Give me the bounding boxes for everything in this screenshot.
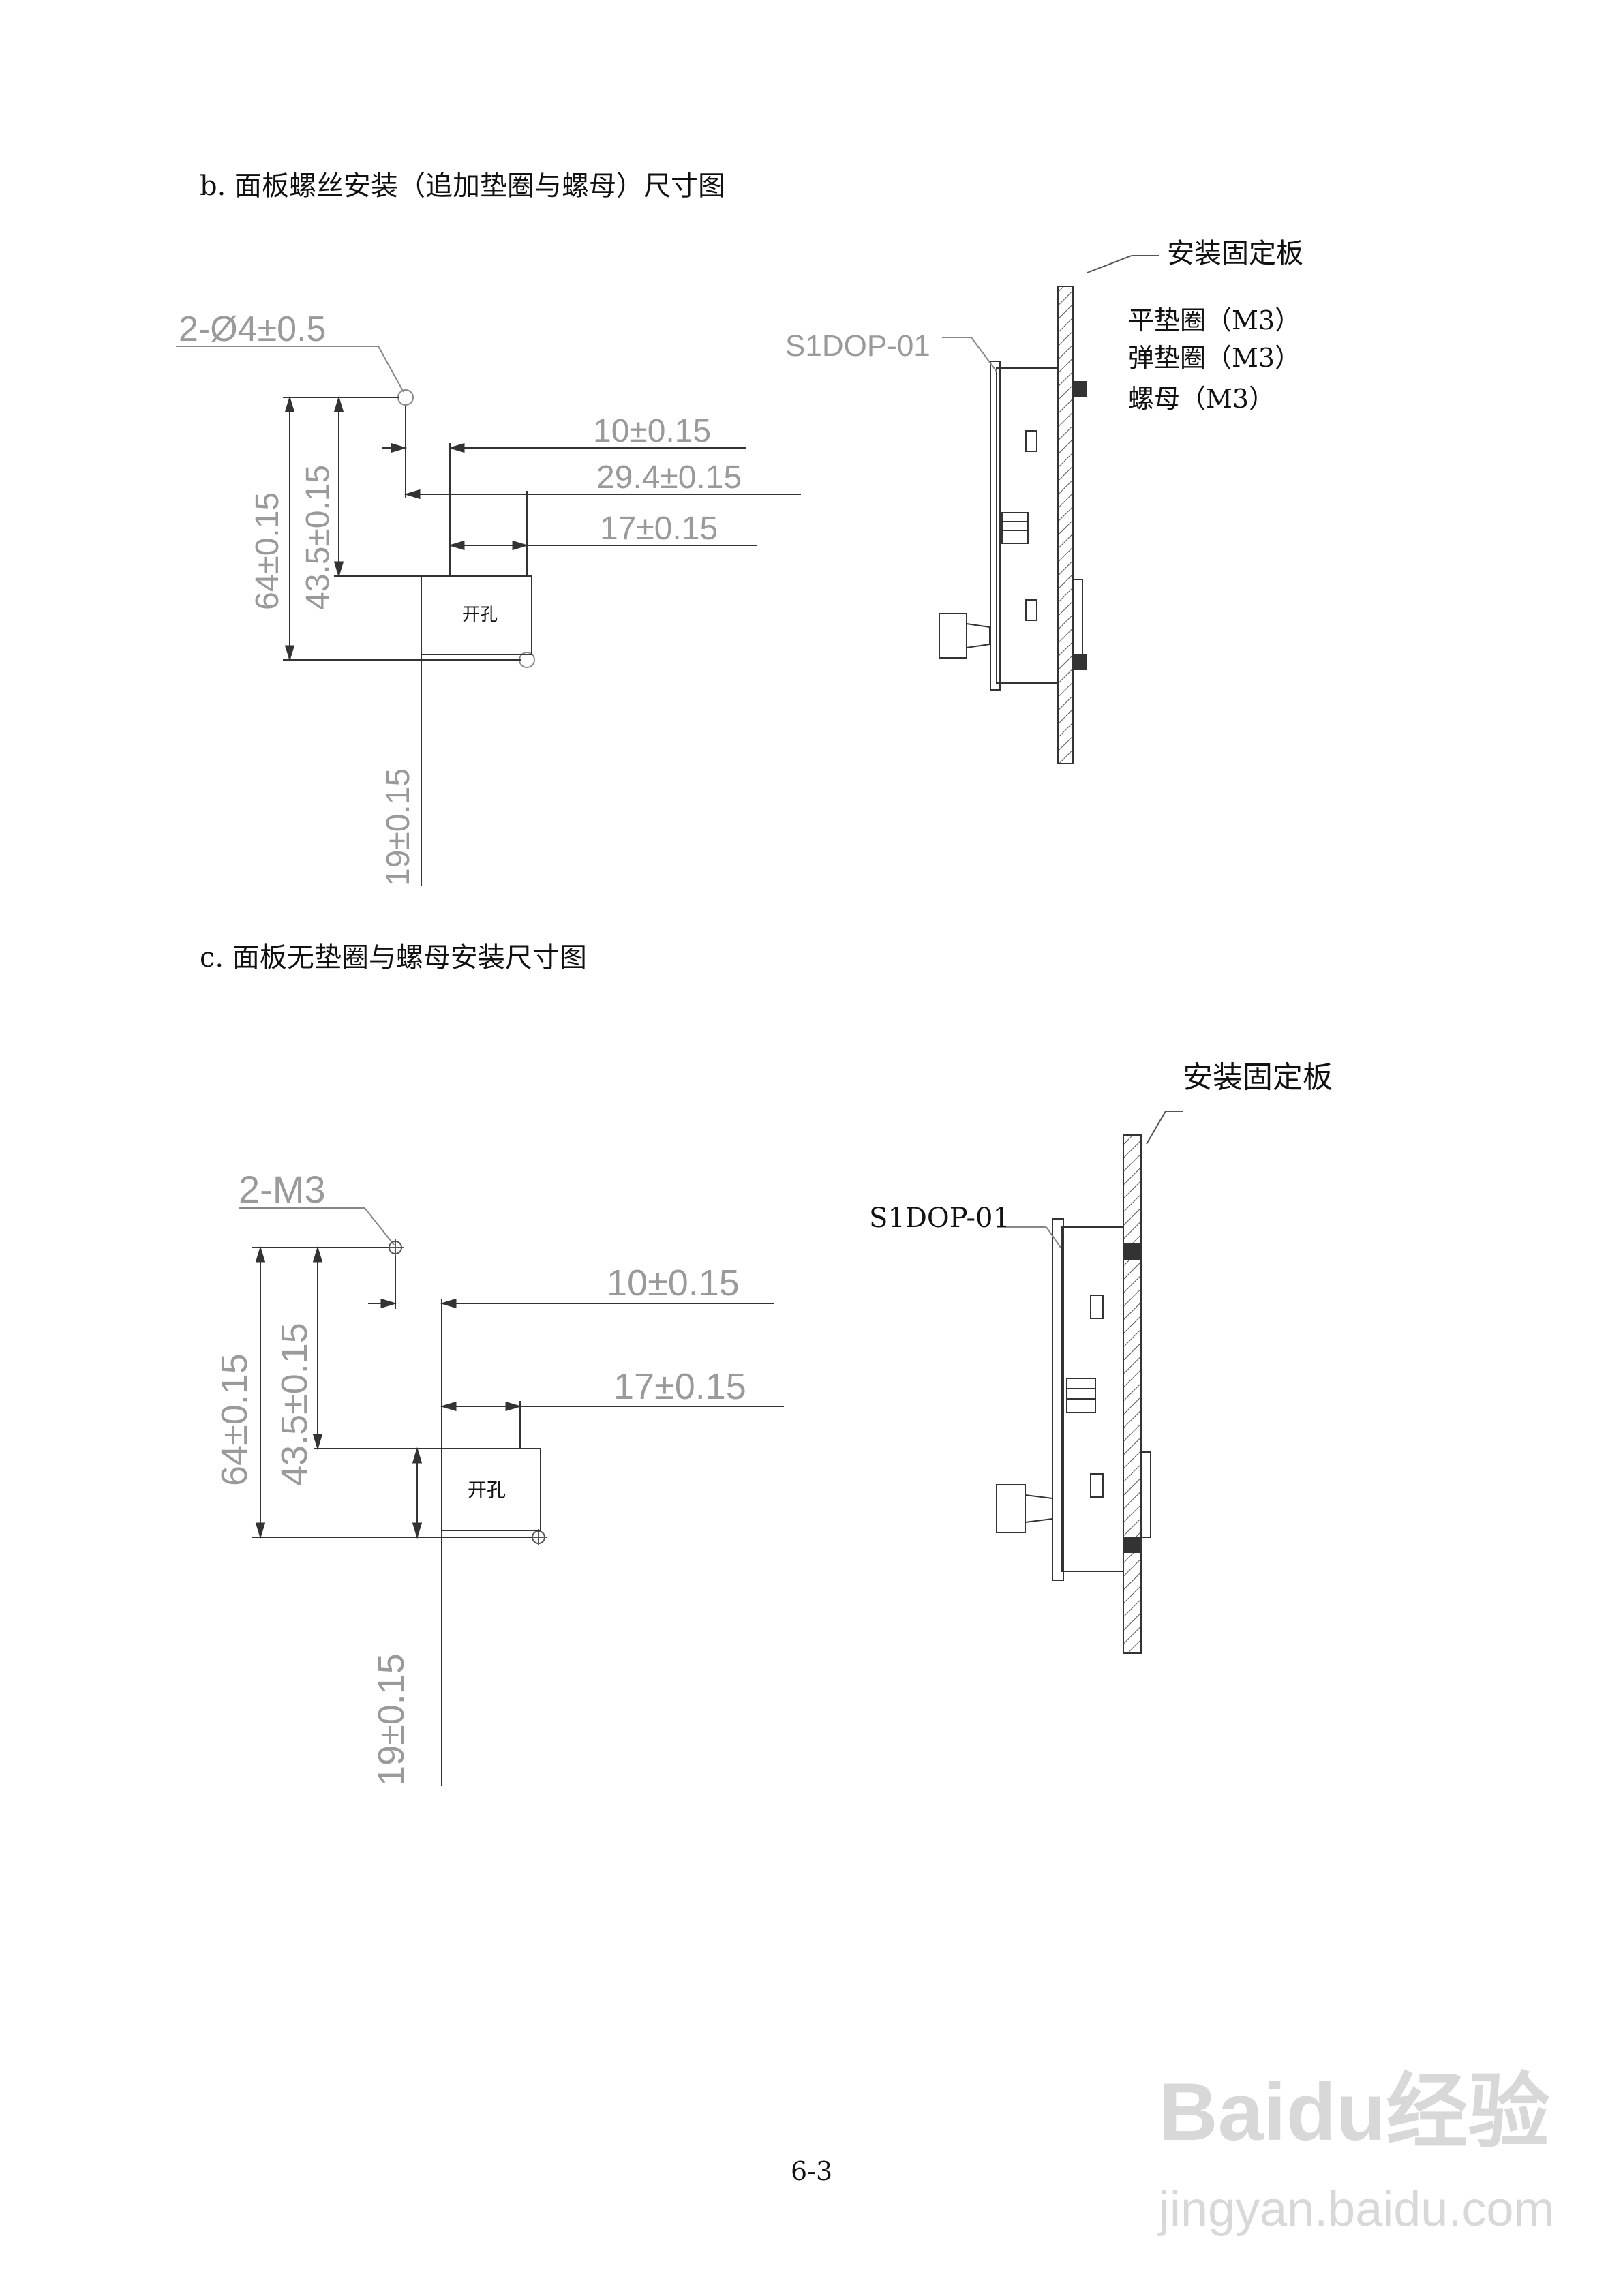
dim-text-17: 17±0.15	[600, 511, 718, 547]
dim-text-10: 10±0.15	[607, 1263, 740, 1303]
panel-knob-neck	[966, 622, 990, 649]
plate-label-leader	[1146, 1111, 1166, 1145]
page-number: 6-3	[791, 2156, 833, 2186]
section-c-dimension-texts: 2-M3 10±0.15 17±0.15 64±0.15 43.5±0.15 1…	[214, 1168, 746, 1786]
model-label-leader	[971, 337, 997, 372]
section-c-title: c. 面板无垫圈与螺母安装尺寸图	[200, 942, 587, 973]
section-b-side-texts: S1DOP-01 安装固定板 平垫圈（M3） 弹垫圈（M3） 螺母（M3）	[785, 238, 1303, 414]
plate-label: 安装固定板	[1167, 238, 1303, 269]
panel-rear-clip	[1140, 1451, 1151, 1538]
panel-slot-top	[1025, 430, 1037, 452]
panel-knob-body	[996, 1484, 1026, 1533]
mounting-plate	[1123, 1134, 1142, 1654]
section-b-cutout-drawing	[176, 346, 801, 886]
panel-body	[996, 367, 1059, 684]
panel-slot-bottom	[1025, 599, 1037, 621]
dim-text-64: 64±0.15	[249, 492, 286, 610]
dim-text-64: 64±0.15	[214, 1353, 255, 1486]
panel-bezel	[990, 361, 1001, 691]
panel-connector	[1066, 1378, 1096, 1413]
section-b-dimension-texts: 2-Ø4±0.5 10±0.15 29.4±0.15 17±0.15 64±0.…	[179, 309, 742, 886]
hardware-flat-washer: 平垫圈（M3）	[1128, 305, 1301, 335]
cutout-label: 开孔	[462, 605, 498, 625]
model-label: S1DOP-01	[869, 1203, 1010, 1234]
watermark-logo: Baidu经验	[1159, 2066, 1550, 2158]
hole-label-leader	[364, 1207, 395, 1245]
panel-connector	[1001, 512, 1029, 544]
dim-text-10: 10±0.15	[593, 413, 711, 449]
hole-label-leader	[378, 346, 404, 393]
panel-body	[1061, 1226, 1124, 1572]
screw-nut-top	[1072, 381, 1087, 397]
model-label-leader	[1046, 1226, 1061, 1248]
section-c-side-texts: S1DOP-01 安装固定板	[869, 1060, 1333, 1234]
dim-text-29-4: 29.4±0.15	[596, 459, 742, 496]
cutout-label: 开孔	[468, 1479, 506, 1501]
mounting-hole-top	[397, 389, 414, 406]
hardware-nut: 螺母（M3）	[1128, 384, 1275, 414]
section-c-side-view	[996, 1111, 1183, 1654]
dim-text-43-5: 43.5±0.15	[274, 1323, 315, 1486]
panel-slot-top	[1090, 1295, 1104, 1319]
panel-rear-clip	[1072, 579, 1083, 662]
screw-nut-bottom	[1072, 654, 1087, 670]
section-b-side-view	[939, 255, 1159, 764]
model-label: S1DOP-01	[785, 329, 930, 363]
section-c-cutout-drawing	[239, 1207, 784, 1786]
hole-dim-text: 2-M3	[239, 1168, 326, 1211]
section-b-title: b. 面板螺丝安装（追加垫圈与螺母）尺寸图	[200, 170, 726, 202]
dim-text-43-5: 43.5±0.15	[300, 465, 336, 610]
watermark-url: jingyan.baidu.com	[1159, 2182, 1555, 2237]
plate-label-leader	[1087, 255, 1132, 273]
panel-slot-bottom	[1090, 1473, 1104, 1498]
hole-dim-text: 2-Ø4±0.5	[179, 309, 326, 349]
dim-text-19: 19±0.15	[380, 768, 416, 886]
mounting-hole-top	[387, 1239, 404, 1256]
hardware-spring-washer: 弹垫圈（M3）	[1128, 343, 1301, 373]
panel-knob-body	[939, 613, 967, 659]
screw-bottom	[1123, 1537, 1142, 1553]
mounting-hole-bottom	[530, 1529, 547, 1545]
dim-text-17: 17±0.15	[613, 1366, 746, 1407]
plate-label: 安装固定板	[1183, 1060, 1333, 1095]
dim-text-19: 19±0.15	[371, 1653, 412, 1786]
mounting-plate	[1057, 286, 1074, 764]
screw-top	[1123, 1243, 1142, 1260]
panel-bezel	[1052, 1218, 1064, 1581]
panel-knob-neck	[1025, 1494, 1053, 1524]
